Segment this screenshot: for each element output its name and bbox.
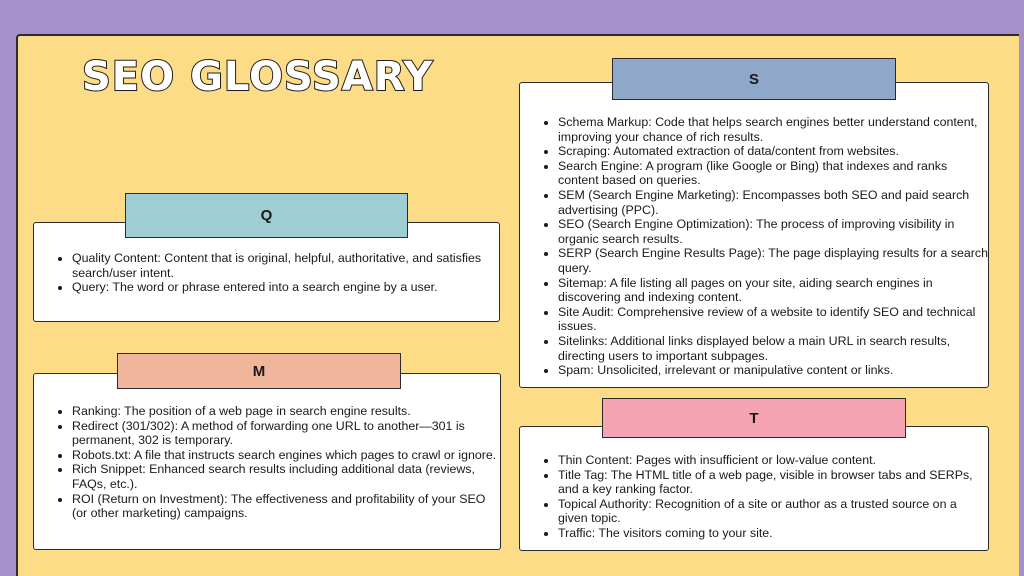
section-q-heading: Q (125, 193, 408, 238)
section-t-card: Thin Content: Pages with insufficient or… (519, 426, 989, 551)
glossary-item: Traffic: The visitors coming to your sit… (558, 526, 988, 541)
page-title: SEO GLOSSARY (81, 53, 434, 101)
glossary-item: Redirect (301/302): A method of forwardi… (72, 419, 500, 448)
glossary-item: Sitelinks: Additional links displayed be… (558, 334, 988, 363)
glossary-item: Schema Markup: Code that helps search en… (558, 115, 988, 144)
section-q-card: Quality Content: Content that is origina… (33, 222, 500, 322)
glossary-item: SEO (Search Engine Optimization): The pr… (558, 217, 988, 246)
glossary-item: Thin Content: Pages with insufficient or… (558, 453, 988, 468)
glossary-item: SEM (Search Engine Marketing): Encompass… (558, 188, 988, 217)
glossary-item: Site Audit: Comprehensive review of a we… (558, 305, 988, 334)
glossary-item: Spam: Unsolicited, irrelevant or manipul… (558, 363, 988, 378)
glossary-item: Rich Snippet: Enhanced search results in… (72, 462, 500, 491)
section-t-list: Thin Content: Pages with insufficient or… (520, 427, 988, 541)
glossary-item: Search Engine: A program (like Google or… (558, 159, 988, 188)
section-t-heading: T (602, 398, 906, 438)
glossary-item: SERP (Search Engine Results Page): The p… (558, 246, 988, 275)
glossary-item: Robots.txt: A file that instructs search… (72, 448, 500, 463)
glossary-item: Ranking: The position of a web page in s… (72, 404, 500, 419)
glossary-item: Quality Content: Content that is origina… (72, 251, 499, 280)
glossary-item: Title Tag: The HTML title of a web page,… (558, 468, 988, 497)
section-s-card: Schema Markup: Code that helps search en… (519, 82, 989, 388)
section-m-list: Ranking: The position of a web page in s… (34, 374, 500, 521)
glossary-item: ROI (Return on Investment): The effectiv… (72, 492, 500, 521)
section-s-list: Schema Markup: Code that helps search en… (520, 83, 988, 378)
glossary-item: Scraping: Automated extraction of data/c… (558, 144, 988, 159)
glossary-item: Sitemap: A file listing all pages on you… (558, 276, 988, 305)
glossary-item: Query: The word or phrase entered into a… (72, 280, 499, 295)
section-s-heading: S (612, 58, 896, 100)
glossary-item: Topical Authority: Recognition of a site… (558, 497, 988, 526)
section-q-list: Quality Content: Content that is origina… (34, 223, 499, 295)
section-m-heading: M (117, 353, 401, 389)
section-m-card: Ranking: The position of a web page in s… (33, 373, 501, 550)
